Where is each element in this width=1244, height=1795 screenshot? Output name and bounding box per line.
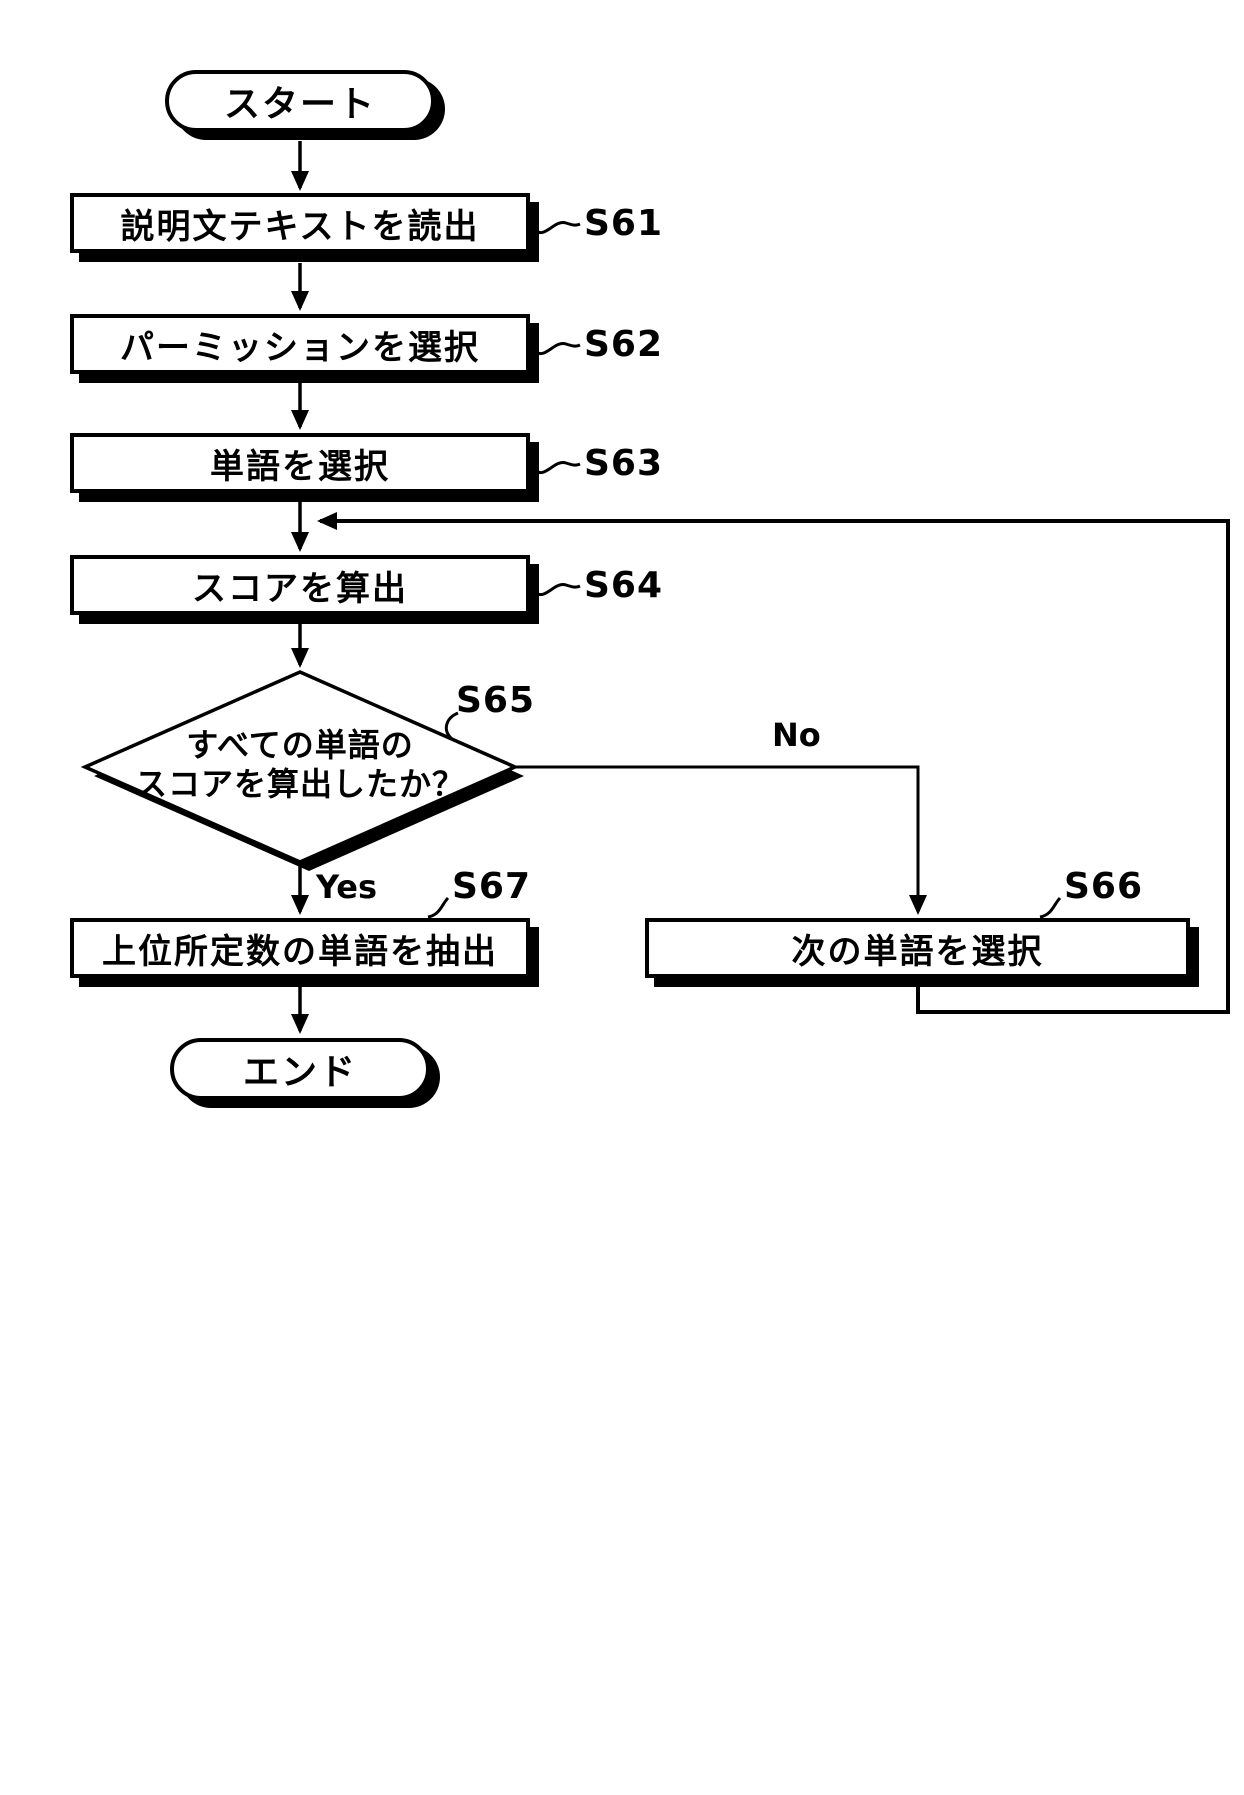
- decision-question-line1: すべての単語の: [186, 726, 414, 764]
- leader-s61: [532, 221, 581, 235]
- leader-s67: [427, 896, 450, 919]
- branch-label-no: No: [772, 716, 821, 754]
- step-label-s65: S65: [456, 680, 536, 721]
- process-read-description-text-label: 説明文テキストを読出: [120, 206, 480, 247]
- edge-s65-no-to-s66: [515, 765, 927, 915]
- terminal-start-label: スタート: [223, 84, 376, 125]
- terminal-end: エンド: [170, 1038, 430, 1100]
- process-extract-top-words-label: 上位所定数の単語を抽出: [102, 931, 498, 972]
- decision-diamond: [80, 670, 520, 864]
- step-label-s61: S61: [584, 203, 664, 244]
- decision-question: すべての単語の スコアを算出したか？: [90, 726, 510, 804]
- terminal-start: スタート: [165, 70, 435, 132]
- step-label-s67: S67: [452, 866, 532, 907]
- step-label-s62: S62: [584, 324, 664, 365]
- leader-s62: [532, 342, 581, 356]
- branch-label-yes: Yes: [316, 868, 377, 906]
- process-read-description-text: 説明文テキストを読出: [70, 193, 530, 253]
- step-label-s64: S64: [584, 565, 664, 606]
- process-select-permission-label: パーミッションを選択: [120, 327, 480, 368]
- leader-s63: [532, 461, 581, 475]
- edge-s66-loopback: [317, 512, 1230, 1014]
- step-label-s66: S66: [1064, 866, 1144, 907]
- process-calculate-score-label: スコアを算出: [192, 568, 408, 609]
- terminal-end-label: エンド: [242, 1052, 357, 1093]
- process-select-next-word-label: 次の単語を選択: [791, 931, 1044, 972]
- leader-s66: [1039, 896, 1062, 919]
- step-label-s63: S63: [584, 443, 664, 484]
- leader-s65: [444, 711, 459, 741]
- process-select-next-word: 次の単語を選択: [645, 918, 1190, 978]
- leader-s64: [532, 583, 581, 597]
- process-calculate-score: スコアを算出: [70, 555, 530, 615]
- process-extract-top-words: 上位所定数の単語を抽出: [70, 918, 530, 978]
- decision-question-line2: スコアを算出したか？: [134, 765, 465, 804]
- process-select-word: 単語を選択: [70, 433, 530, 493]
- process-select-word-label: 単語を選択: [210, 446, 390, 487]
- process-select-permission: パーミッションを選択: [70, 314, 530, 374]
